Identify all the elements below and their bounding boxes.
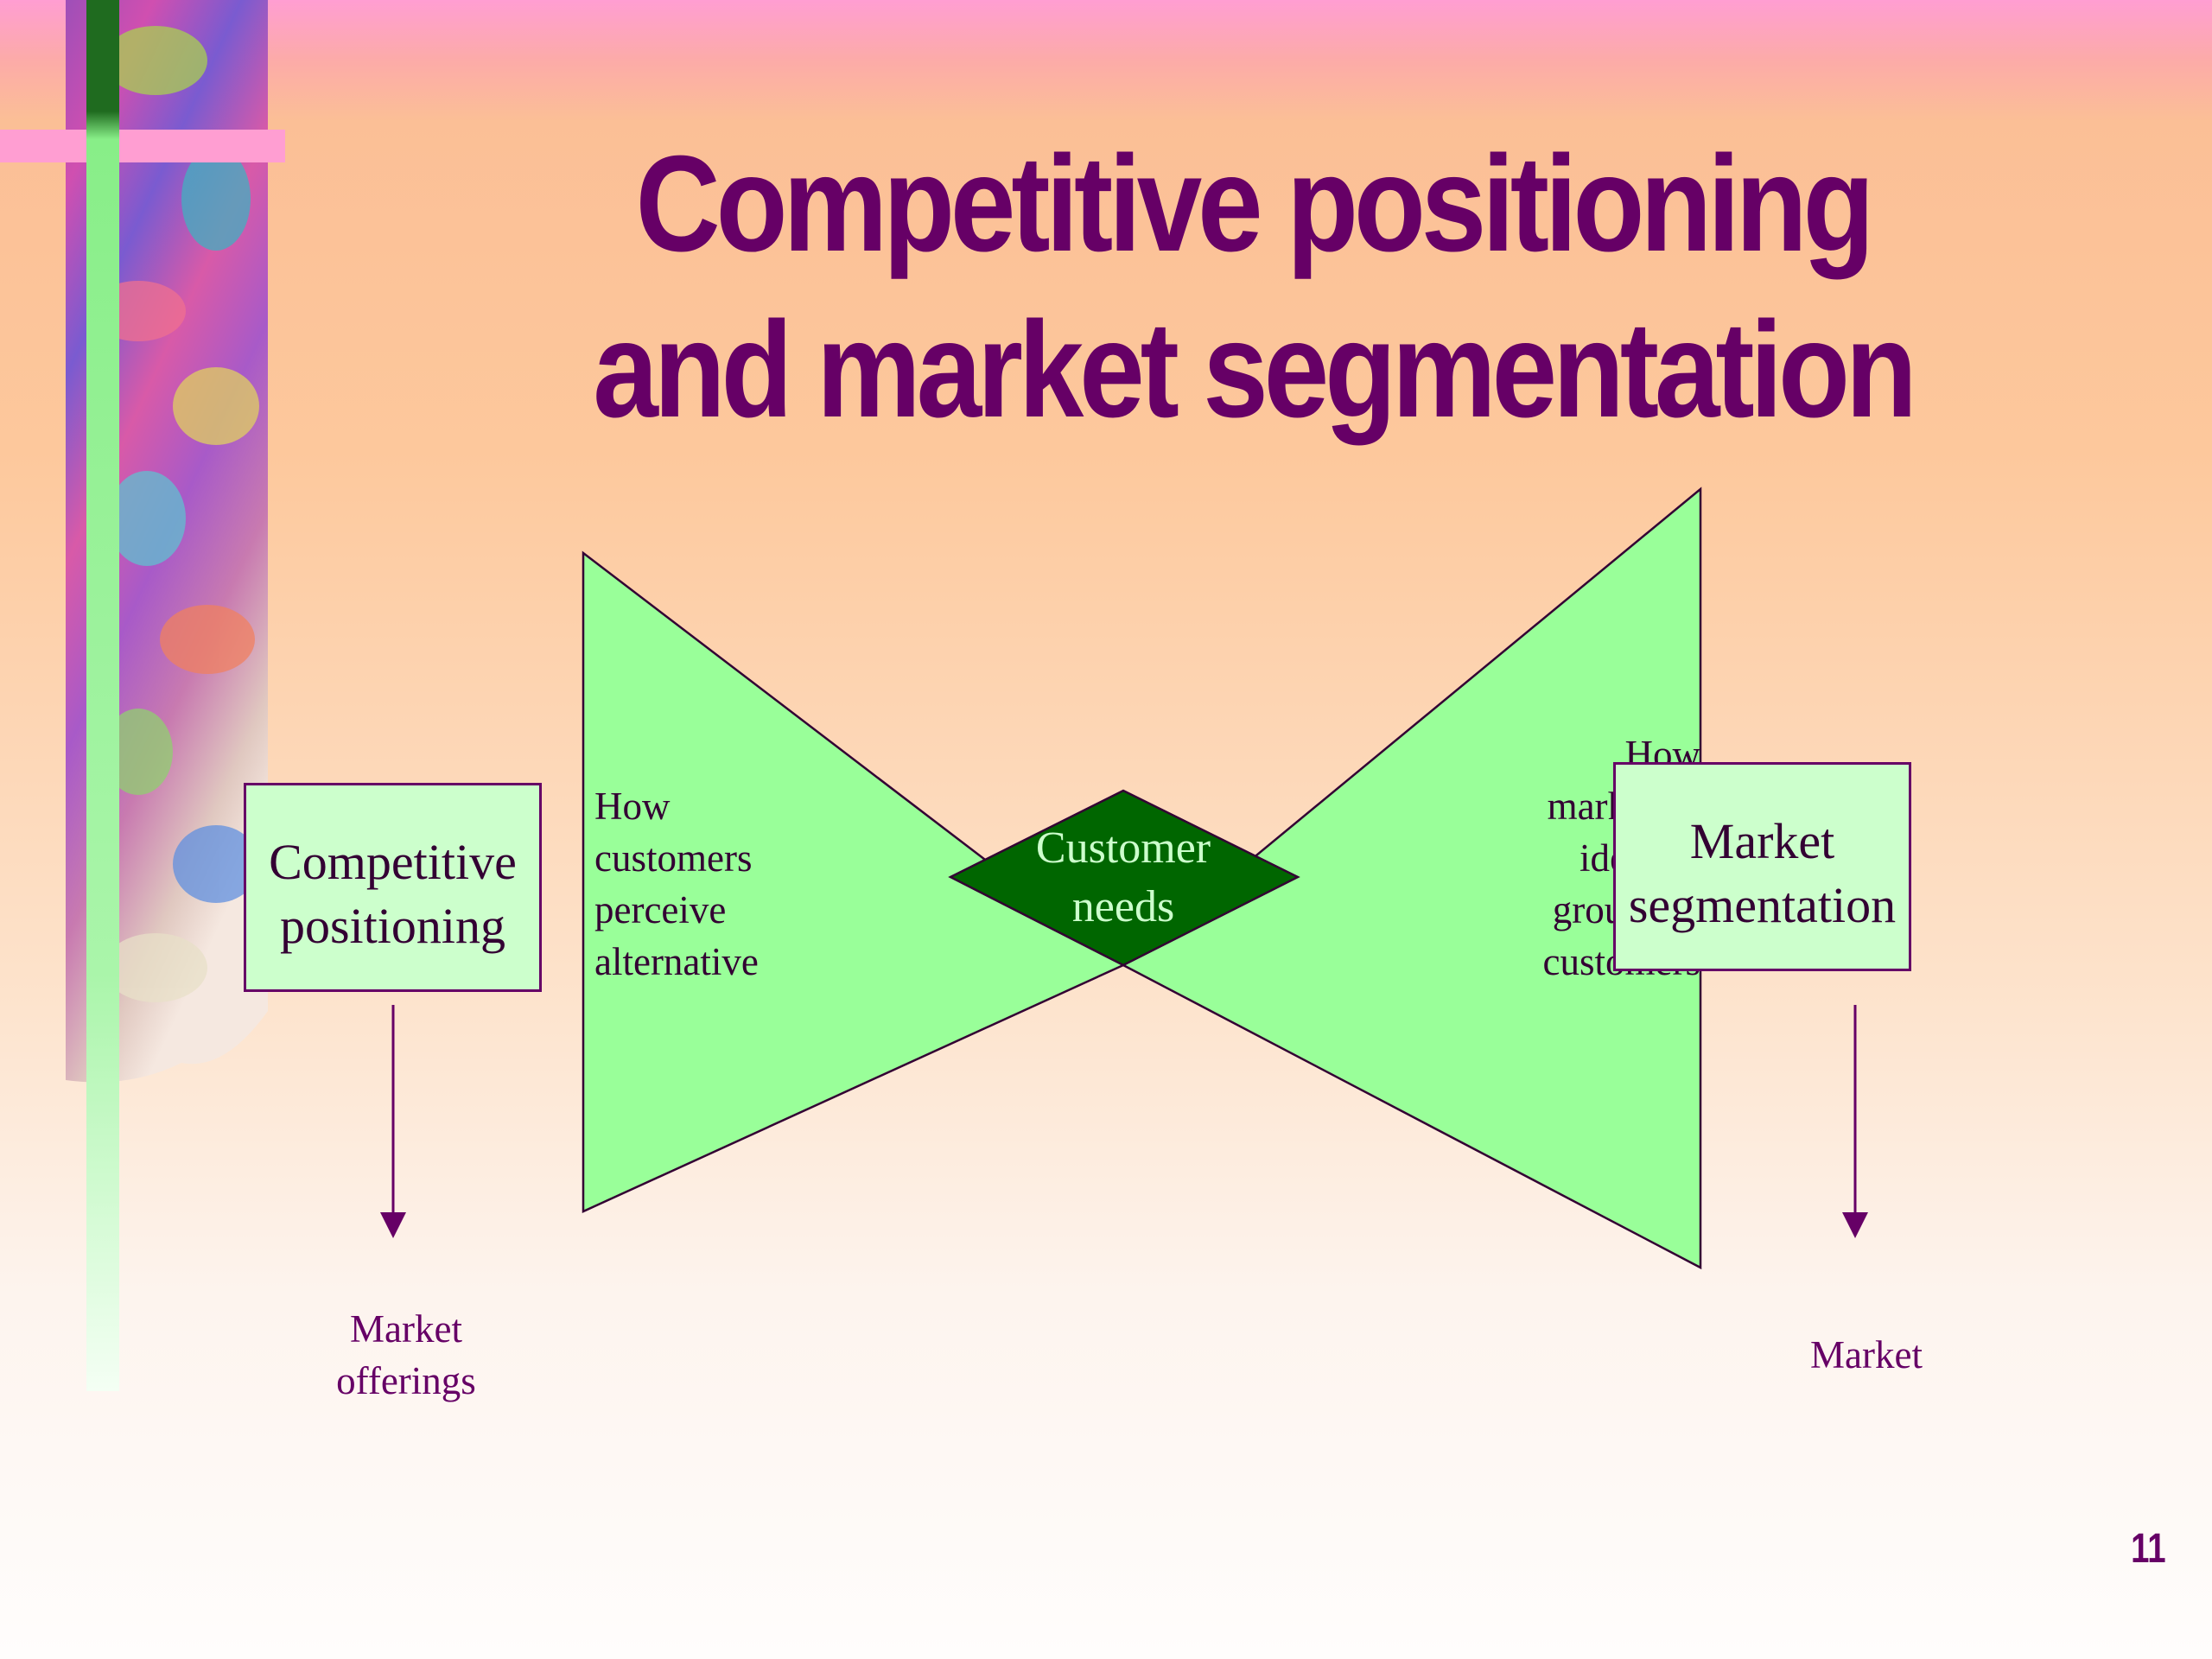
customer-needs-diamond [948,789,1300,967]
competitive-positioning-label: Competitive positioning [269,834,517,954]
market-segmentation-label: Market segmentation [1628,813,1897,933]
page-number: 11 [2131,1526,2166,1572]
market-offerings-label: Market offerings [336,1307,476,1402]
slide-title: Competitive positioning and market segme… [593,128,1917,446]
left-triangle [582,550,1126,1213]
market-label: Market [1810,1333,1923,1376]
market-segmentation-box: Market segmentation [1613,762,1911,971]
decorative-artwork [0,0,285,1391]
customer-needs-label: Customer needs [1035,823,1211,931]
competitive-positioning-box: Competitive positioning [244,783,542,992]
left-triangle-text: How customers perceive alternative [594,785,759,983]
